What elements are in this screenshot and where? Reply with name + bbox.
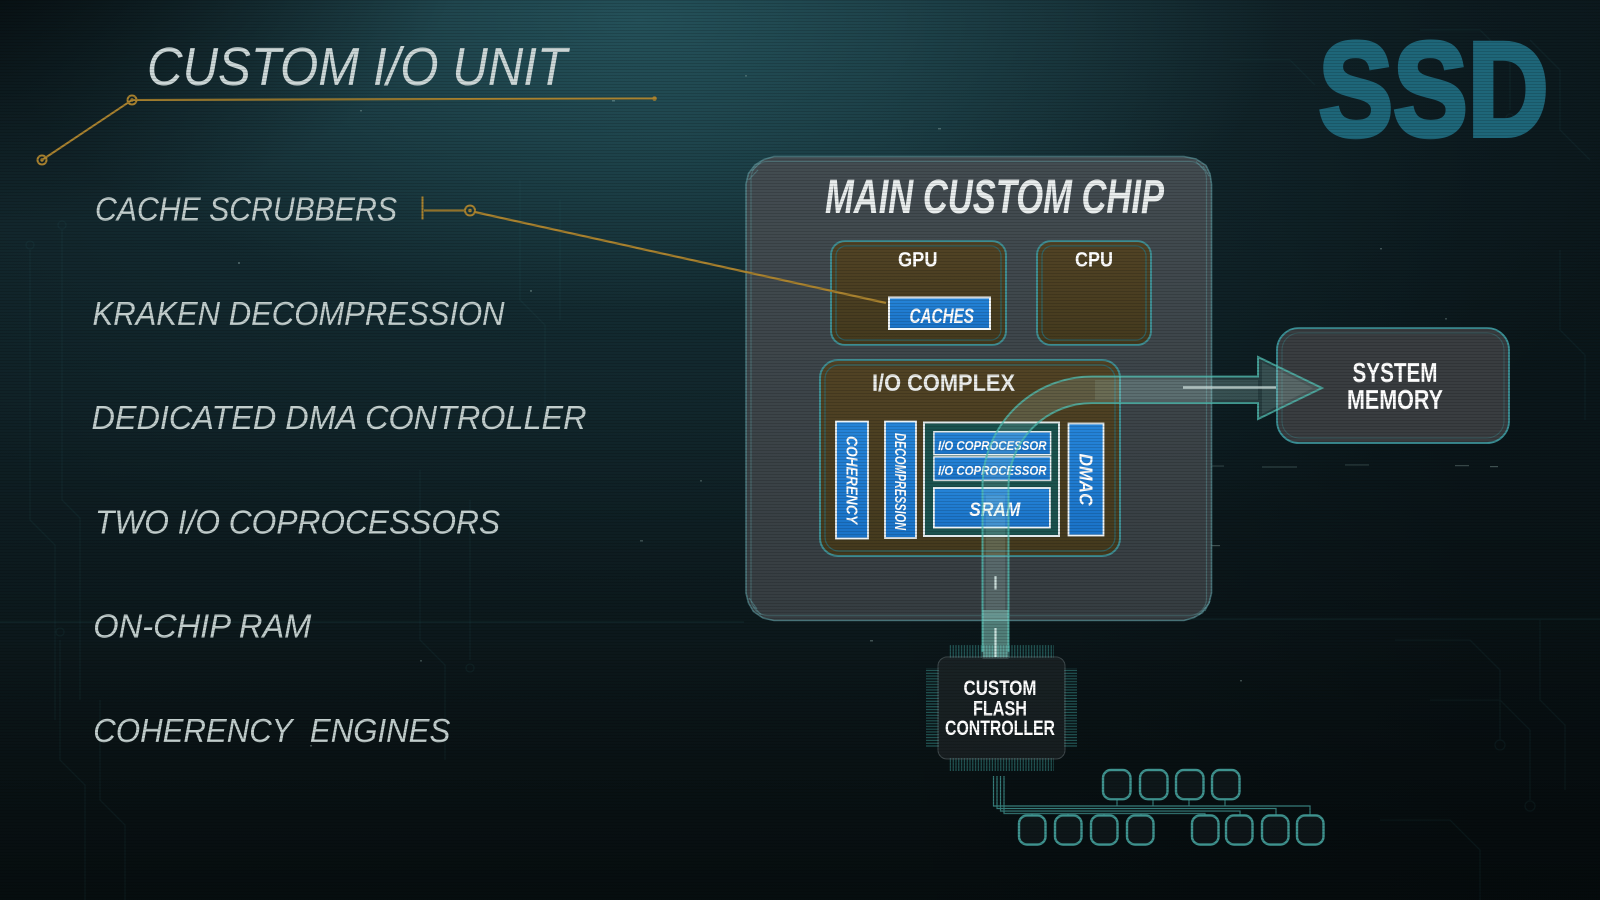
svg-text:DECOMPRESSION: DECOMPRESSION (891, 433, 908, 531)
svg-text:I/O COMPLEX: I/O COMPLEX (872, 370, 1015, 397)
svg-text:I/O COPROCESSOR: I/O COPROCESSOR (938, 438, 1047, 453)
svg-text:FLASH: FLASH (973, 697, 1027, 720)
svg-text:MEMORY: MEMORY (1347, 384, 1443, 415)
svg-text:CUSTOM: CUSTOM (964, 677, 1037, 700)
svg-text:GPU: GPU (898, 248, 938, 272)
svg-text:KRAKEN DECOMPRESSION: KRAKEN DECOMPRESSION (93, 295, 505, 332)
svg-text:I/O COPROCESSOR: I/O COPROCESSOR (938, 463, 1047, 478)
svg-text:CONTROLLER: CONTROLLER (945, 717, 1055, 740)
svg-text:DMAC: DMAC (1076, 454, 1097, 507)
svg-text:SYSTEM: SYSTEM (1353, 357, 1438, 388)
svg-text:COHERENCY ENGINES: COHERENCY ENGINES (93, 712, 450, 749)
svg-text:CACHES: CACHES (910, 304, 975, 328)
svg-text:CACHE SCRUBBERS: CACHE SCRUBBERS (95, 191, 397, 228)
svg-text:ON-CHIP RAM: ON-CHIP RAM (93, 608, 312, 645)
svg-text:DEDICATED DMA CONTROLLER: DEDICATED DMA CONTROLLER (92, 399, 587, 436)
svg-text:COHERENCY: COHERENCY (843, 436, 860, 525)
svg-text:TWO I/O COPROCESSORS: TWO I/O COPROCESSORS (95, 503, 500, 540)
svg-text:MAIN CUSTOM CHIP: MAIN CUSTOM CHIP (825, 171, 1165, 224)
svg-text:CPU: CPU (1075, 248, 1113, 272)
svg-text:SSD: SSD (1319, 16, 1549, 165)
svg-text:CUSTOM I/O UNIT: CUSTOM I/O UNIT (147, 37, 571, 97)
